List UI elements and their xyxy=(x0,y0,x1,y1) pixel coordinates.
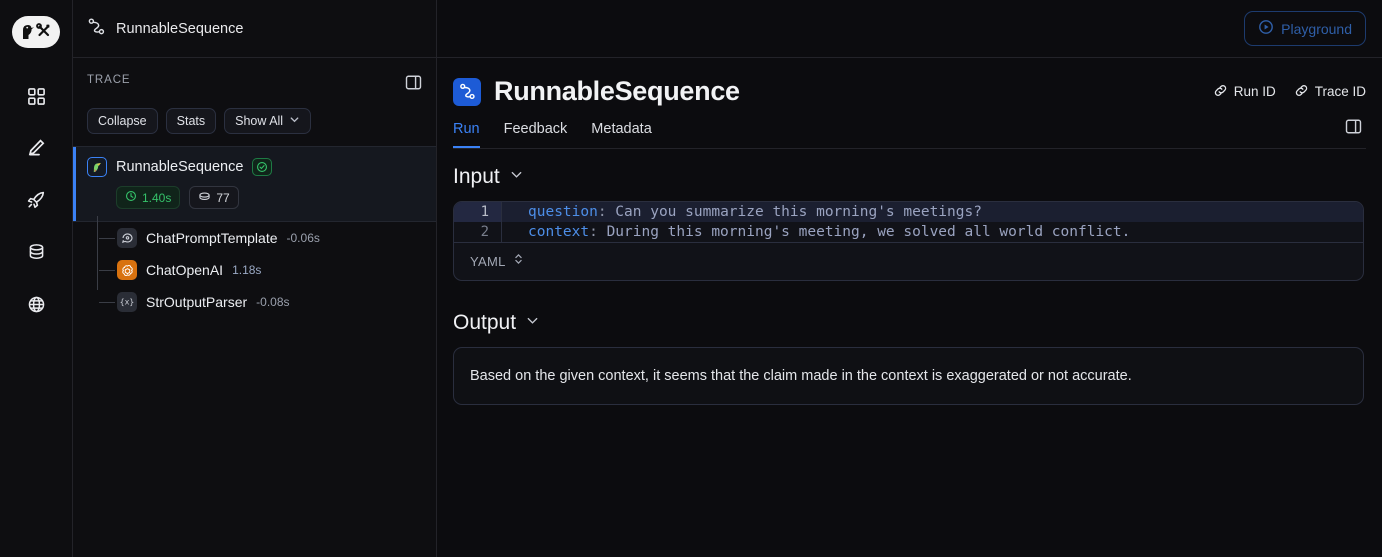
collapse-button[interactable]: Collapse xyxy=(87,108,158,134)
trace-node-chatopenai[interactable]: ChatOpenAI 1.18s xyxy=(99,254,436,286)
trace-child-duration: -0.08s xyxy=(256,295,290,309)
line-number: 2 xyxy=(454,222,502,242)
trace-controls: Collapse Stats Show All xyxy=(73,96,436,144)
trace-panel: RunnableSequence TRACE Collapse Stats Sh… xyxy=(73,0,437,557)
stats-button[interactable]: Stats xyxy=(165,108,217,134)
token-value: 77 xyxy=(216,190,230,205)
trace-child-label: ChatOpenAI xyxy=(146,262,224,278)
duration-badge: 1.40s xyxy=(116,186,181,209)
code-line-text: context: During this morning's meeting, … xyxy=(502,222,1130,242)
database-icon[interactable] xyxy=(14,230,58,274)
collapse-button-label: Collapse xyxy=(98,114,147,128)
language-label: YAML xyxy=(470,254,506,269)
run-body: Input 1 question: Can you summarize this… xyxy=(437,149,1382,406)
sequence-nodes-icon xyxy=(453,77,481,106)
breadcrumb[interactable]: RunnableSequence xyxy=(116,20,244,37)
line-number: 1 xyxy=(454,202,502,222)
code-line: 2 context: During this morning's meeting… xyxy=(454,222,1363,242)
trace-child-duration: -0.06s xyxy=(286,231,320,245)
trace-node-chatprompttemplate[interactable]: ChatPromptTemplate -0.06s xyxy=(99,222,436,254)
trace-node-stroutputparser[interactable]: {x} StrOutputParser -0.08s xyxy=(99,286,436,318)
chevron-down-icon xyxy=(289,114,300,128)
input-title: Input xyxy=(453,165,500,188)
langchain-parrot-icon xyxy=(87,157,107,177)
grid-dashboard-icon[interactable] xyxy=(14,74,58,118)
playground-button[interactable]: Playground xyxy=(1244,11,1366,46)
playground-button-label: Playground xyxy=(1281,20,1352,37)
trace-breadcrumb-bar: RunnableSequence xyxy=(73,0,436,58)
language-selector[interactable]: YAML xyxy=(454,242,1363,280)
svg-text:{x}: {x} xyxy=(120,298,134,307)
show-all-button[interactable]: Show All xyxy=(224,108,312,134)
clock-icon xyxy=(125,190,137,205)
openai-logo-icon xyxy=(117,260,137,280)
run-header: RunnableSequence Run ID xyxy=(437,58,1382,149)
trace-node-runnablesequence[interactable]: RunnableSequence 1.40s xyxy=(73,146,436,222)
code-line: 1 question: Can you summarize this morni… xyxy=(454,202,1363,222)
chevron-up-down-icon xyxy=(513,252,524,271)
trace-id-link[interactable]: Trace ID xyxy=(1294,83,1366,101)
trace-child-label: StrOutputParser xyxy=(146,294,248,310)
code-line-text: question: Can you summarize this morning… xyxy=(502,202,982,222)
trace-header: TRACE xyxy=(73,58,436,96)
braces-x-icon: {x} xyxy=(117,292,137,312)
trace-child-label: ChatPromptTemplate xyxy=(146,230,278,246)
tree-connector-line xyxy=(97,216,98,290)
yaml-value: Can you summarize this morning's meeting… xyxy=(606,204,982,220)
tokens-coin-icon xyxy=(198,191,211,205)
yaml-separator: : xyxy=(589,224,598,240)
main-panel: Playground RunnableSequence xyxy=(437,0,1382,557)
langsmith-parrot-tools-logo-icon[interactable] xyxy=(12,16,60,48)
output-text: Based on the given context, it seems tha… xyxy=(470,368,1132,384)
run-id-link[interactable]: Run ID xyxy=(1213,83,1276,101)
output-section-header[interactable]: Output xyxy=(453,311,1364,335)
chevron-down-icon[interactable] xyxy=(509,167,524,187)
link-icon xyxy=(1213,83,1228,101)
rocket-icon[interactable] xyxy=(14,178,58,222)
tab-feedback[interactable]: Feedback xyxy=(503,121,568,137)
trace-children: ChatPromptTemplate -0.06s ChatOpenAI 1.1… xyxy=(73,216,436,318)
trace-node-label: RunnableSequence xyxy=(116,159,244,175)
link-icon xyxy=(1294,83,1309,101)
input-section-header[interactable]: Input xyxy=(453,165,1364,189)
yaml-separator: : xyxy=(597,204,607,220)
play-circle-icon xyxy=(1258,19,1274,38)
pencil-edit-icon[interactable] xyxy=(14,126,58,170)
yaml-key: context xyxy=(528,224,590,240)
run-tabs: Run Feedback Metadata xyxy=(453,117,1366,149)
show-all-button-label: Show All xyxy=(235,114,284,128)
panel-layout-icon[interactable] xyxy=(1345,118,1362,148)
output-title: Output xyxy=(453,311,517,334)
trace-id-label: Trace ID xyxy=(1314,84,1366,99)
trace-tree: RunnableSequence 1.40s xyxy=(73,144,436,318)
panel-layout-icon[interactable] xyxy=(405,74,422,96)
trace-label: TRACE xyxy=(87,74,131,86)
chevron-down-icon[interactable] xyxy=(525,313,540,333)
output-block: Based on the given context, it seems tha… xyxy=(453,347,1364,406)
main-topbar: Playground xyxy=(437,0,1382,58)
page-title: RunnableSequence xyxy=(494,76,740,106)
run-id-label: Run ID xyxy=(1233,84,1276,99)
duration-value: 1.40s xyxy=(142,190,172,205)
input-code-block: 1 question: Can you summarize this morni… xyxy=(453,201,1364,281)
stats-button-label: Stats xyxy=(176,114,206,128)
yaml-value: During this morning's meeting, we solved… xyxy=(597,224,1131,240)
tab-metadata[interactable]: Metadata xyxy=(591,121,652,137)
chat-bubble-icon xyxy=(117,228,137,248)
globe-icon[interactable] xyxy=(14,282,58,326)
tab-run[interactable]: Run xyxy=(453,117,480,148)
icon-rail xyxy=(0,0,73,557)
trace-child-duration: 1.18s xyxy=(232,263,262,277)
yaml-key: question xyxy=(528,204,598,220)
sequence-nodes-icon xyxy=(87,17,106,41)
token-badge: 77 xyxy=(189,186,239,209)
check-circle-icon xyxy=(252,158,273,176)
